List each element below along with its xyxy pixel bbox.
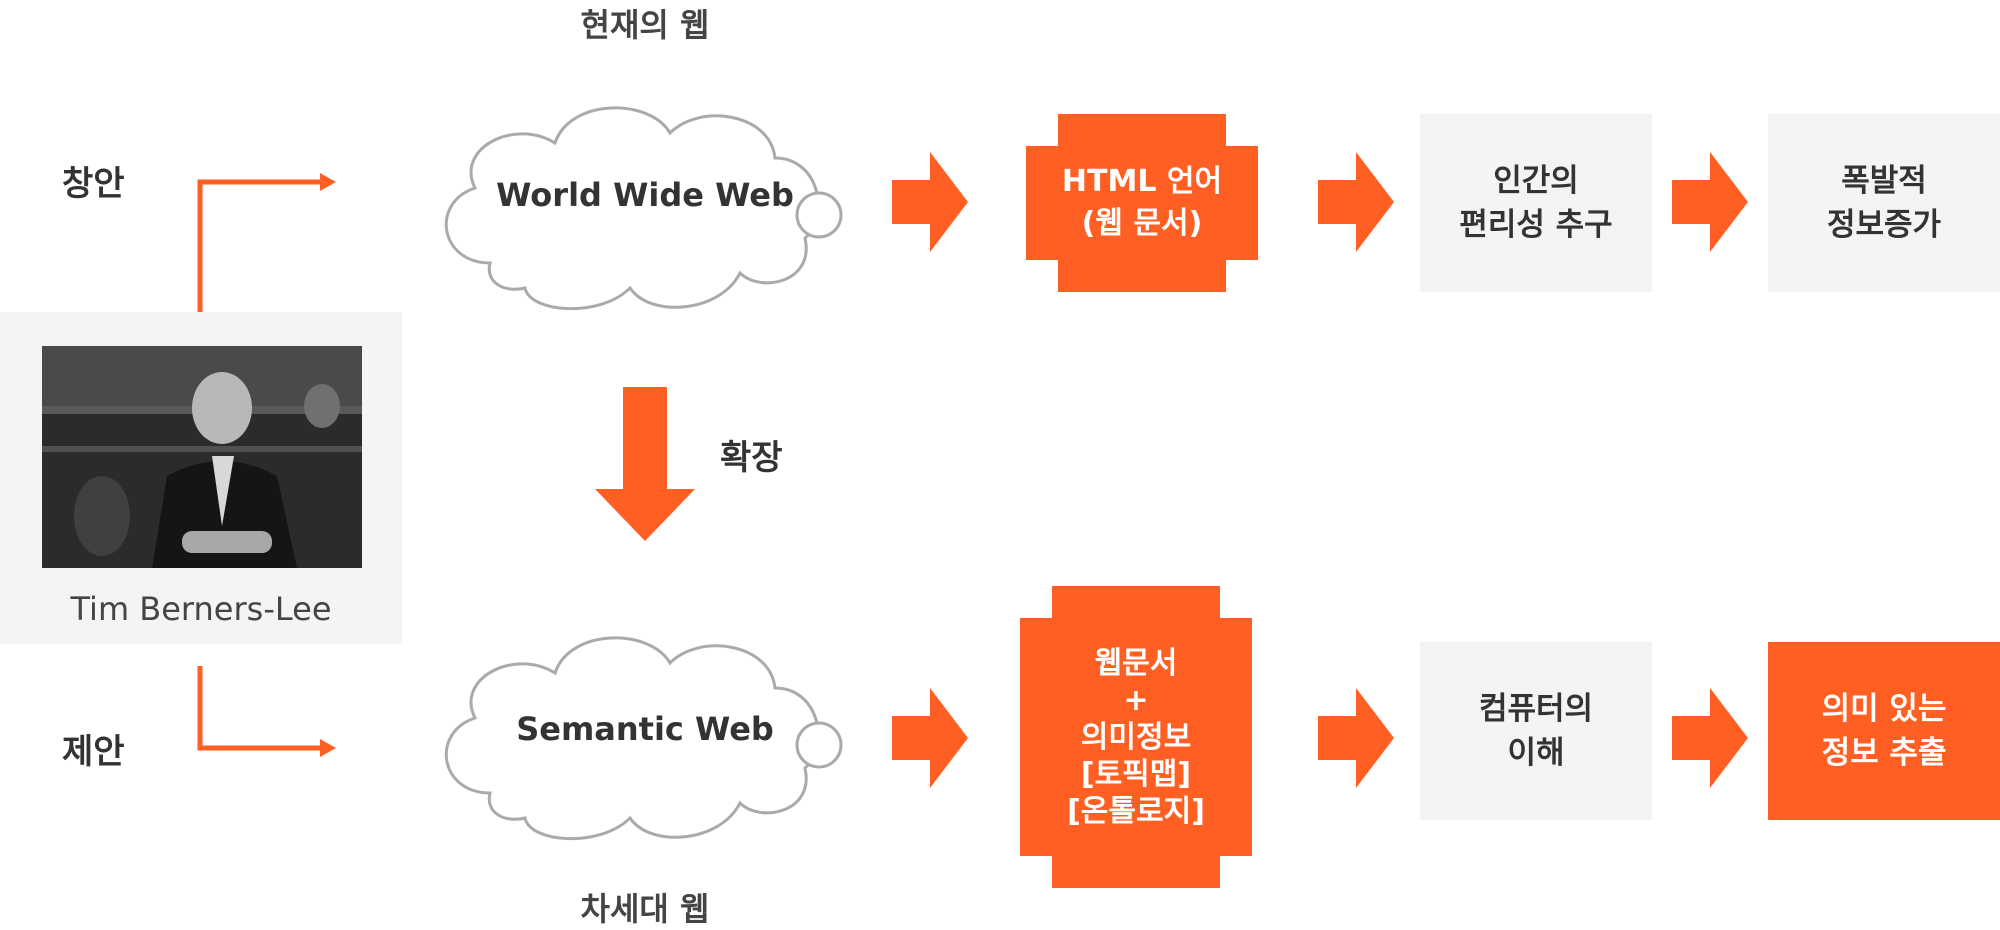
arrow-cloud-to-html [892, 152, 968, 252]
arrow-computer-to-meaning [1672, 688, 1748, 788]
semantic-box-label: 웹문서 + 의미정보 [토픽맵] [온톨로지] [1067, 645, 1205, 829]
expand-label: 확장 [720, 438, 783, 478]
proposed-arrow [197, 666, 336, 757]
invented-arrow [197, 173, 336, 312]
world-wide-web-label: World Wide Web [496, 176, 794, 214]
proposed-label: 제안 [62, 732, 125, 772]
portrait-illustration [42, 346, 362, 568]
html-box-shape [1026, 114, 1258, 292]
current-web-title: 현재의 웹 [580, 6, 710, 44]
explosion-box: 폭발적 정보증가 [1768, 114, 2000, 292]
semantic-web-label: Semantic Web [516, 710, 774, 748]
invented-label: 창안 [62, 164, 125, 204]
expand-arrow [595, 387, 695, 541]
convenience-box: 인간의 편리성 추구 [1420, 114, 1652, 292]
arrow-html-to-convenience [1318, 152, 1394, 252]
next-web-title: 차세대 웹 [580, 890, 710, 928]
semantic-box-shape [1020, 586, 1252, 888]
person-card: Tim Berners-Lee [0, 312, 402, 644]
computer-understanding-box: 컴퓨터의 이해 [1420, 642, 1652, 820]
semantic-web-cloud [444, 636, 843, 841]
person-name: Tim Berners-Lee [70, 590, 332, 628]
html-box-label: HTML 언어 (웹 문서) [1061, 164, 1223, 241]
arrow-cloud-to-semantic [892, 688, 968, 788]
meaningful-info-box: 의미 있는 정보 추출 [1768, 642, 2000, 820]
arrow-semantic-to-computer [1318, 688, 1394, 788]
person-photo [42, 346, 362, 568]
arrow-convenience-to-explosion [1672, 152, 1748, 252]
world-wide-web-cloud [444, 106, 843, 311]
